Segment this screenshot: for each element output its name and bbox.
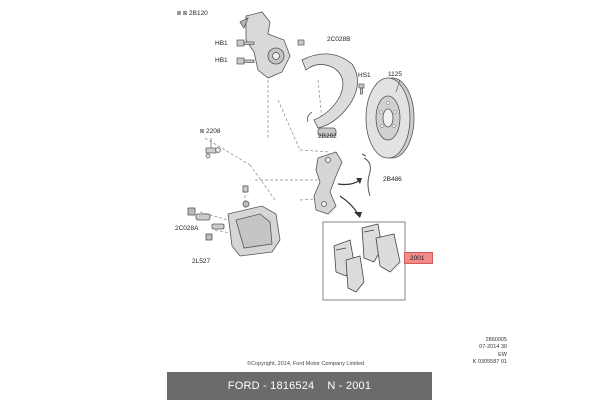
- group-marker-icon: [177, 11, 181, 16]
- footer-brand: FORD: [227, 380, 260, 392]
- steering-knuckle: [239, 11, 291, 79]
- label-caliper-bracket: 2B292: [318, 133, 337, 140]
- brake-rotor: [365, 77, 415, 159]
- footer-separator: -: [259, 380, 271, 392]
- group-marker-icon: [200, 129, 204, 134]
- doc-meta: 2860005 07-2014 30 EW K 0305587 01: [473, 337, 507, 367]
- doc-ref: 2860005: [485, 337, 507, 343]
- label-sensor: 2208: [200, 128, 221, 136]
- label-spring-clip: 2B486: [383, 176, 402, 183]
- footer-item: N - 2001: [327, 380, 372, 392]
- doc-catalog: K 0305587 01: [472, 359, 507, 366]
- shield-screw-icon: [358, 83, 365, 95]
- wheel-sensor: [205, 138, 221, 159]
- doc-date: 07-2014 30: [479, 344, 507, 351]
- highlighted-part-label[interactable]: 2001: [404, 252, 433, 264]
- label-screw: HS1: [358, 72, 371, 79]
- footer-bar: FORD - 1816524 N - 2001: [167, 372, 432, 400]
- copyright-notice: ©Copyright, 2014, Ford Motor Company Lim…: [247, 361, 365, 367]
- label-splash-shield: 2C028B: [327, 36, 351, 43]
- label-sensor-text: 2208: [206, 128, 221, 135]
- brake-caliper: [187, 185, 281, 257]
- label-rotor: 1125: [388, 71, 402, 78]
- label-hub-group-text: 2B120: [189, 10, 208, 17]
- footer-gap: [314, 380, 327, 392]
- label-caliper-pin: 2L527: [192, 258, 211, 265]
- label-hub-group: 2B120: [177, 10, 208, 18]
- label-bolt-1: HB1: [215, 40, 228, 47]
- label-bolt-2: HB1: [215, 57, 228, 64]
- brake-pads: [333, 223, 401, 293]
- label-caliper-bleeder: 2C028A: [175, 225, 199, 232]
- arrow-heads: [354, 178, 362, 218]
- spring-clip: [361, 153, 371, 197]
- doc-code: EW: [498, 351, 507, 358]
- group-marker-icon: [183, 11, 187, 16]
- caliper-bracket: [313, 151, 343, 215]
- hub-bolt-icon: [236, 39, 305, 65]
- label-pad-kit: 2001: [410, 255, 425, 262]
- footer-part-number: 1816524: [270, 380, 315, 392]
- splash-shield: [301, 53, 358, 137]
- direction-arrows: [337, 179, 361, 215]
- footer-caption: FORD - 1816524 N - 2001: [167, 380, 432, 392]
- rotor-leader: [395, 79, 401, 93]
